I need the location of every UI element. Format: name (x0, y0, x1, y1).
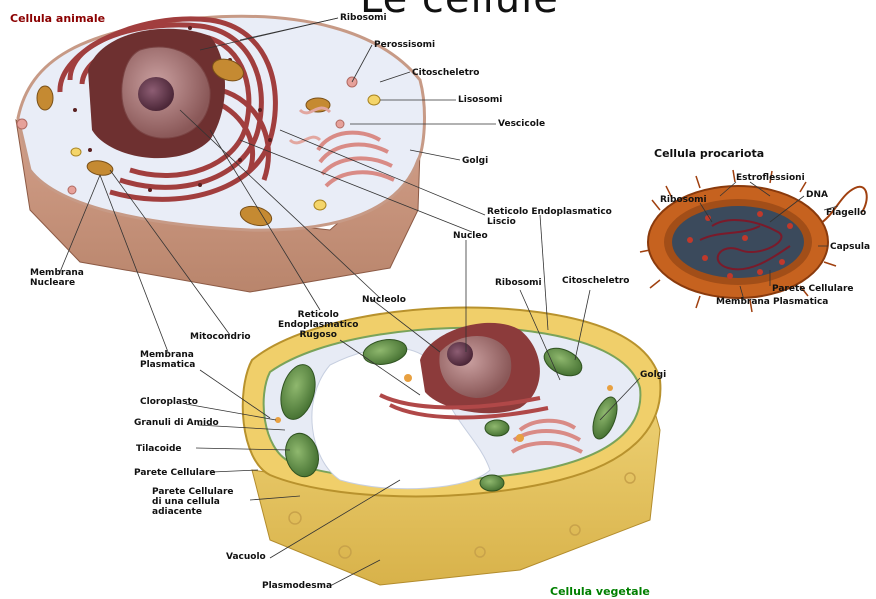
label-lisosomi: Lisosomi (458, 95, 502, 105)
label-mitocondrio: Mitocondrio (190, 332, 251, 342)
label-parete-cellulare: Parete Cellulare (134, 468, 216, 478)
animal-cytoplasm (18, 16, 424, 230)
label-perossisomi: Perossisomi (374, 40, 435, 50)
label-ribosomi-procariota: Ribosomi (660, 195, 707, 205)
label-capsula: Capsula (830, 242, 870, 252)
animal-nucleolus (138, 77, 174, 111)
label-plasmodesma: Plasmodesma (262, 581, 332, 591)
label-estroflessioni: Estroflessioni (736, 173, 805, 183)
plant-nucleolus (447, 342, 473, 366)
label-membrana-procariota: Membrana Plasmatica (716, 297, 828, 307)
label-citoscheletro-animal: Citoscheletro (412, 68, 480, 78)
label-vescicole: Vescicole (498, 119, 545, 129)
label-golgi-vegetale: Golgi (640, 370, 666, 380)
label-cloroplasto: Cloroplasto (140, 397, 198, 407)
label-golgi-animal: Golgi (462, 156, 488, 166)
label-rel: Reticolo Endoplasmatico Liscio (487, 207, 612, 227)
label-membrana-nucleare: Membrana Nucleare (30, 268, 84, 288)
label-rer: Reticolo Endoplasmatico Rugoso (278, 310, 359, 340)
label-ribosomi-vegetale: Ribosomi (495, 278, 542, 288)
plant-cell-title: Cellula vegetale (550, 585, 650, 598)
label-membrana-plasmatica: Membrana Plasmatica (140, 350, 195, 370)
label-tilacoide: Tilacoide (136, 444, 182, 454)
label-vacuolo: Vacuolo (226, 552, 266, 562)
label-flagello: Flagello (826, 208, 866, 218)
animal-cell (16, 16, 424, 292)
label-ribosomi-animal: Ribosomi (340, 13, 387, 23)
label-granuli-amido: Granuli di Amido (134, 418, 219, 428)
label-dna: DNA (806, 190, 828, 200)
label-parete-adiacente: Parete Cellulare di una cellula adiacent… (152, 487, 234, 517)
prokaryote-title: Cellula procariota (654, 147, 764, 160)
plant-cell (243, 307, 661, 585)
label-parete-procariota: Parete Cellulare (772, 284, 854, 294)
animal-cell-title: Cellula animale (10, 12, 105, 25)
label-nucleolo: Nucleolo (362, 295, 406, 305)
label-nucleo: Nucleo (453, 231, 488, 241)
label-citoscheletro-vegetale: Citoscheletro (562, 276, 630, 286)
